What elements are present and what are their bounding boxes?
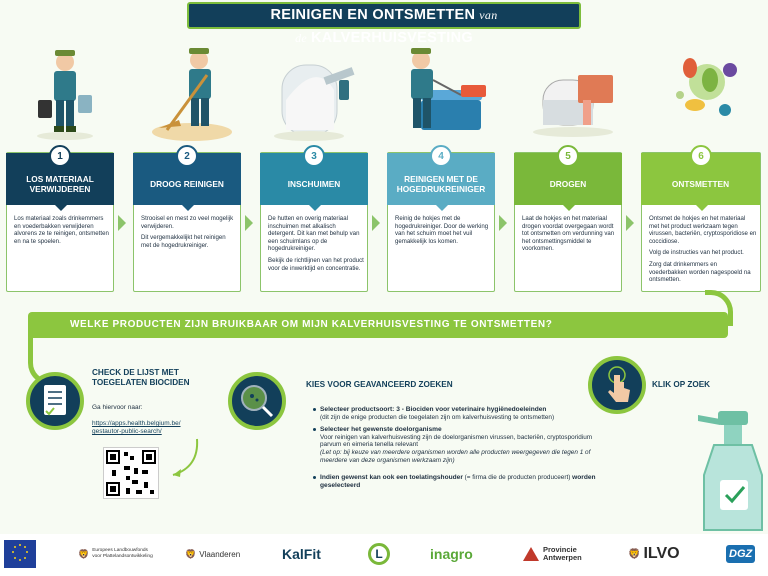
arrow-to-qr: [172, 438, 199, 477]
step-number-badge: 6: [690, 145, 712, 167]
step-number-badge: 4: [430, 145, 452, 167]
step-description: De hutten en overig materiaal inschuimen…: [268, 215, 364, 272]
advanced-search-title: KIES VOOR GEAVANCEERD ZOEKEN: [306, 380, 453, 389]
step-pointer: [182, 205, 194, 211]
eafrd-logo: 🦁Europees Landbouwfonds voor Plattelands…: [78, 548, 153, 559]
step-header: INSCHUIMEN: [260, 153, 368, 205]
step-card-1: LOS MATERIAAL VERWIJDEREN 1 Los materiaa…: [6, 145, 114, 292]
foam-spraying-illustration: [274, 64, 355, 141]
step-description: Los materiaal zoals drinkemmers en voede…: [14, 215, 109, 245]
step-description: Laat de hokjes en het materiaal drogen v…: [522, 215, 615, 253]
dgz-logo: DGZ: [726, 540, 766, 568]
go-to-text: Ga hiervoor naar:: [92, 404, 143, 411]
step-arrow: [626, 215, 634, 231]
step-number-badge: 3: [303, 145, 325, 167]
spray-bottle-icon: [698, 411, 763, 531]
step-description: Reinig de hokjes met de hogedrukreiniger…: [395, 215, 489, 245]
magnifier-icon: [228, 372, 286, 430]
inagro-logo: inagro: [430, 546, 473, 562]
step-pointer: [55, 205, 67, 211]
bullet-product-type: Selecteer productsoort: 3 - Biociden voo…: [313, 406, 610, 421]
step-card-5: DROGEN 5 Laat de hokjes en het materiaal…: [514, 145, 622, 292]
document-list-icon: [26, 372, 84, 430]
step-arrow: [372, 215, 380, 231]
step-pointer: [696, 205, 708, 211]
l-logo: L: [365, 540, 393, 568]
drying-hutches-illustration: [533, 75, 613, 137]
step-description: Strooisel en mest zo veel mogelijk verwi…: [141, 215, 234, 249]
step-number-badge: 2: [176, 145, 198, 167]
step-number-badge: 1: [49, 145, 71, 167]
step-arrow: [499, 215, 507, 231]
vlaanderen-logo: 🦁Vlaanderen: [185, 548, 241, 559]
step-pointer: [563, 205, 575, 211]
step-header: REINIGEN MET DE HOGEDRUKREINIGER: [387, 153, 495, 205]
qr-code[interactable]: [103, 447, 159, 499]
ilvo-logo: 🦁ILVO: [628, 545, 680, 562]
farmer-with-rake-illustration: [152, 48, 232, 141]
microbes-illustration: [676, 58, 737, 116]
step-pointer: [309, 205, 321, 211]
step-card-3: INSCHUIMEN 3 De hutten en overig materia…: [260, 145, 368, 292]
kalfit-logo: KalFit: [282, 546, 321, 562]
step-card-4: REINIGEN MET DE HOGEDRUKREINIGER 4 Reini…: [387, 145, 495, 292]
step-arrow: [118, 215, 126, 231]
question-banner: WELKE PRODUCTEN ZIJN BRUIKBAAR OM MIJN K…: [28, 312, 728, 338]
click-hand-icon: [588, 356, 646, 414]
step-description: Ontsmet de hokjes en het materiaal met h…: [649, 215, 757, 284]
biocide-list-link[interactable]: https://apps.health.belgium.be/gestautor…: [92, 420, 181, 435]
pressure-washer-illustration: [411, 48, 486, 130]
provincie-antwerpen-logo: Provincie Antwerpen: [523, 540, 613, 568]
step-arrow: [245, 215, 253, 231]
connector-curve: [705, 290, 733, 326]
step-card-6: ONTSMETTEN 6 Ontsmet de hokjes en het ma…: [641, 145, 761, 292]
step-pointer: [436, 205, 448, 211]
step-card-2: DROOG REINIGEN 2 Strooisel en mest zo ve…: [133, 145, 241, 292]
bullet-authorization-holder: Indien gewenst kan ook een toelatingshou…: [313, 474, 610, 489]
click-search-title: KLIK OP ZOEK: [652, 380, 711, 389]
eu-flag-logo: [4, 540, 36, 568]
farmer-carrying-buckets-illustration: [37, 50, 93, 140]
step-number-badge: 5: [557, 145, 579, 167]
